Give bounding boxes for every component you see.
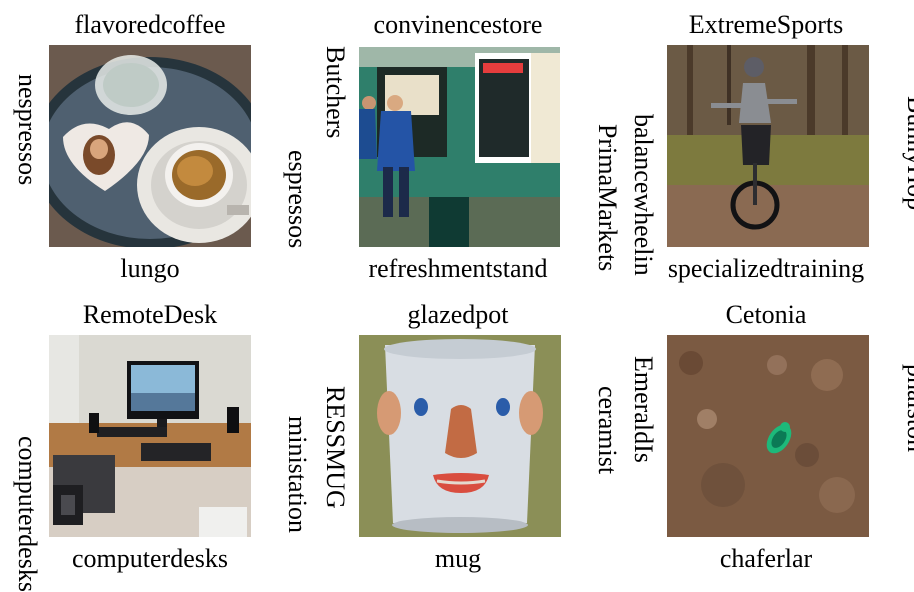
panel-kiosk: convinencestore Butchers PrimaMarkets re… [321,10,622,283]
computer-desk-image [49,335,251,537]
coffee-tray-image [49,45,251,247]
label-top: ExtremeSports [688,10,844,39]
label-bottom: chaferlar [719,544,813,573]
green-beetle-image [667,335,869,537]
label-bottom: lungo [120,254,180,283]
label-top: RemoteDesk [82,300,218,329]
label-bottom: specializedtraining [667,254,865,283]
unicycle-image [667,45,869,247]
panel-unicycle: ExtremeSports balancewheelin BunnyHop sp… [629,10,914,283]
label-top: flavoredcoffee [74,10,226,39]
label-top: glazedpot [407,300,509,329]
panel-computer-desk: RemoteDesk computerdesks ministation com… [13,300,312,592]
panel-mug: glazedpot RESSMUG ceramist mug [321,300,622,573]
panel-coffee: flavoredcoffee nespressos espressos lung… [13,10,312,283]
panel-beetle: Cetonia EmeraldIs phaiston chaferlar [629,300,914,573]
label-bottom: computerdesks [72,544,228,573]
ceramic-face-mug-image [359,335,561,537]
kiosk-image [359,47,560,247]
label-bottom: mug [434,544,482,573]
label-top: convinencestore [373,10,543,39]
label-top: Cetonia [725,300,807,329]
label-bottom: refreshmentstand [368,254,548,283]
